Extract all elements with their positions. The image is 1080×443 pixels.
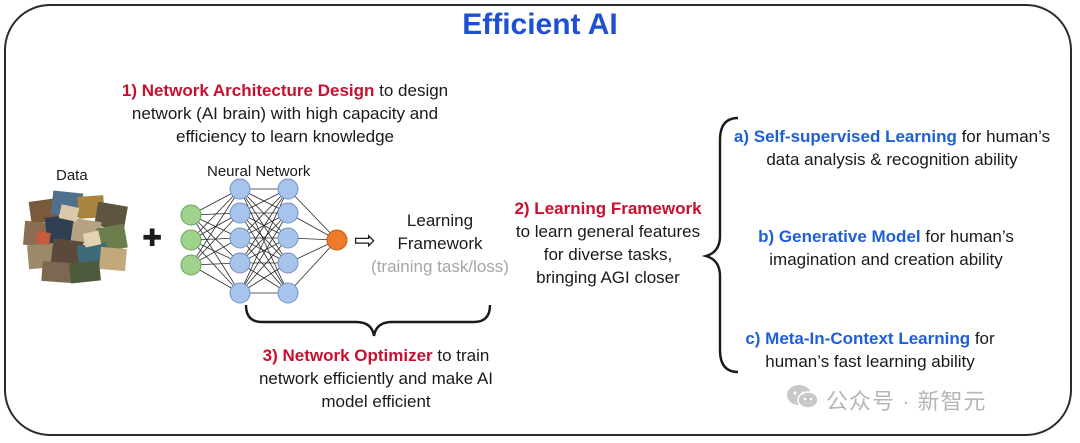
lf-line2: Framework bbox=[397, 234, 483, 253]
learning-framework-box: Learning Framework (training task/loss) bbox=[360, 209, 520, 278]
hidden-node bbox=[229, 282, 251, 304]
branch-b-rest: for human’s bbox=[920, 227, 1014, 246]
hidden-node bbox=[229, 227, 251, 249]
plus-icon: ✚ bbox=[142, 225, 163, 252]
framework-line4: bringing AGI closer bbox=[536, 268, 680, 287]
branch-c-highlight: c) Meta-In-Context Learning bbox=[745, 329, 971, 348]
hidden-node bbox=[277, 252, 299, 274]
data-label: Data bbox=[56, 167, 88, 184]
network-brace bbox=[244, 304, 492, 337]
architecture-line3: efficiency to learn knowledge bbox=[176, 127, 394, 146]
branch-a-highlight: a) Self-supervised Learning bbox=[733, 127, 957, 146]
branch-generative: b) Generative Model for human’s imaginat… bbox=[716, 225, 1056, 271]
optimizer-line3: model efficient bbox=[321, 392, 431, 411]
lf-line1: Learning bbox=[406, 211, 474, 230]
branch-b-line2: imagination and creation ability bbox=[769, 250, 1003, 269]
network-connections bbox=[190, 188, 338, 294]
branch-meta-in-context: c) Meta-In-Context Learning for human’s … bbox=[700, 327, 1040, 373]
optimizer-highlight: 3) Network Optimizer bbox=[262, 346, 433, 365]
watermark-text: 公众号 · 新智元 bbox=[826, 389, 987, 414]
branch-b-highlight: b) Generative Model bbox=[758, 227, 921, 246]
output-node bbox=[326, 229, 348, 251]
branch-c-line2: human’s fast learning ability bbox=[765, 352, 975, 371]
input-node bbox=[180, 204, 202, 226]
architecture-line2: network (AI brain) with high capacity an… bbox=[131, 104, 439, 123]
optimizer-text: 3) Network Optimizer to train network ef… bbox=[196, 344, 556, 413]
architecture-highlight: 1) Network Architecture Design bbox=[121, 81, 375, 100]
lf-line3: (training task/loss) bbox=[371, 257, 509, 276]
framework-highlight: 2) Learning Framework bbox=[514, 199, 702, 218]
hidden-node bbox=[277, 178, 299, 200]
branch-self-supervised: a) Self-supervised Learning for human’s … bbox=[722, 125, 1062, 171]
page-title: Efficient AI bbox=[462, 8, 618, 41]
hidden-node bbox=[229, 178, 251, 200]
hidden-node bbox=[229, 202, 251, 224]
framework-line3: for diverse tasks, bbox=[543, 245, 673, 264]
arrow-icon: ⇨ bbox=[354, 225, 376, 255]
branch-c-rest: for bbox=[970, 329, 995, 348]
network-nodes bbox=[180, 178, 348, 304]
hidden-node bbox=[277, 202, 299, 224]
optimizer-line2: network efficiently and make AI bbox=[258, 369, 494, 388]
wechat-icon bbox=[786, 383, 820, 417]
architecture-line1-rest: to design bbox=[374, 81, 449, 100]
input-node bbox=[180, 254, 202, 276]
hidden-node bbox=[277, 227, 299, 249]
framework-line2: to learn general features bbox=[515, 222, 701, 241]
framework-text: 2) Learning Framework to learn general f… bbox=[498, 197, 718, 289]
branch-a-line2: data analysis & recognition ability bbox=[766, 150, 1018, 169]
outer-frame bbox=[4, 4, 1072, 436]
hidden-node bbox=[277, 282, 299, 304]
data-image-collage bbox=[23, 190, 128, 284]
optimizer-line1-rest: to train bbox=[432, 346, 490, 365]
branches-brace bbox=[701, 116, 739, 374]
watermark: 公众号 · 新智元 bbox=[786, 383, 987, 417]
branch-a-rest: for human’s bbox=[956, 127, 1051, 146]
input-node bbox=[180, 229, 202, 251]
hidden-node bbox=[229, 252, 251, 274]
architecture-text: 1) Network Architecture Design to design… bbox=[90, 79, 480, 148]
neural-network-label: Neural Network bbox=[207, 163, 311, 180]
